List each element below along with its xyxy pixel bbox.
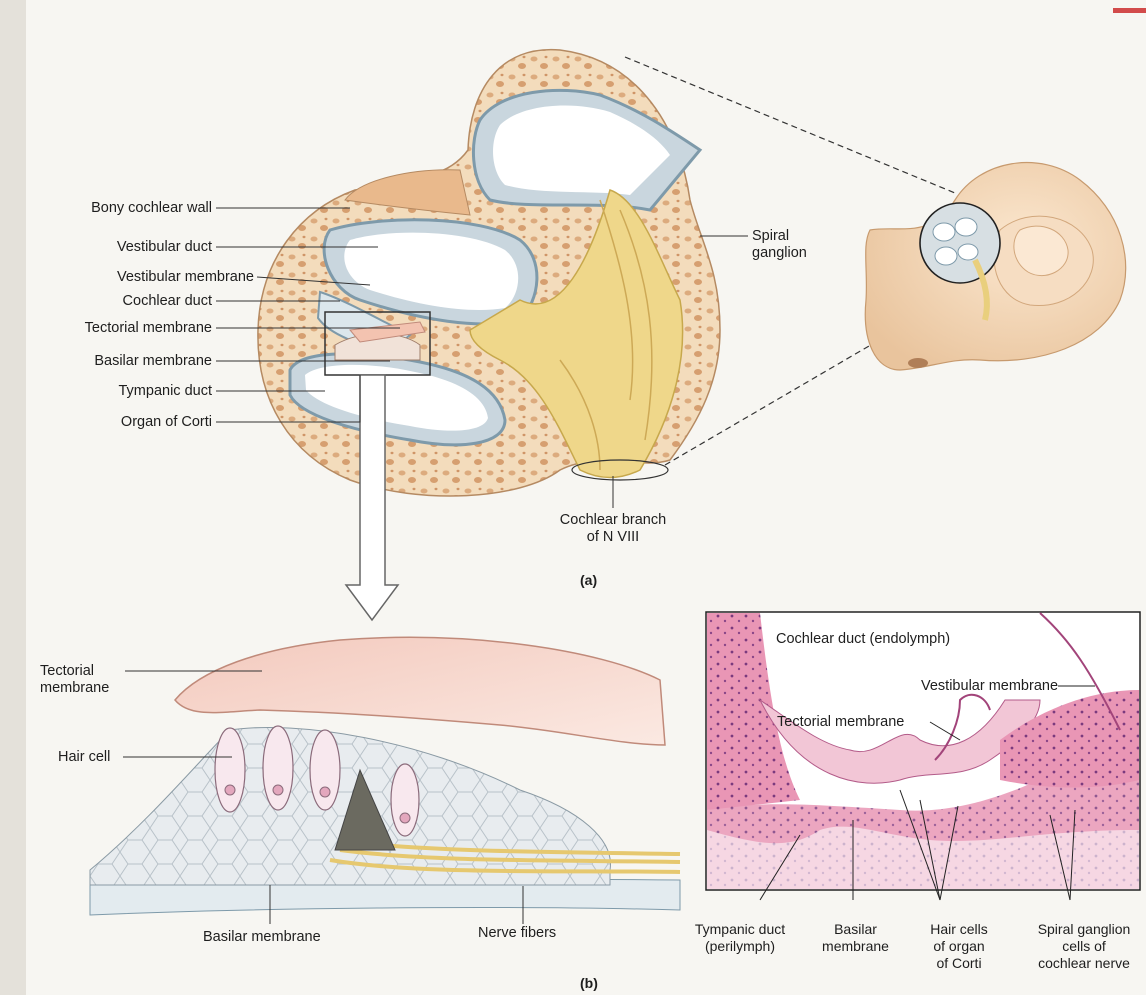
label-bony-cochlear-wall: Bony cochlear wall — [91, 200, 212, 217]
label-spiral-ganglion: Spiral ganglion — [752, 228, 807, 262]
micrograph — [706, 612, 1140, 890]
label-basilar-membrane-b: Basilar membrane — [203, 929, 321, 946]
page-binding-shadow — [0, 0, 26, 995]
label-vestibular-duct: Vestibular duct — [117, 239, 212, 256]
label-organ-of-corti: Organ of Corti — [121, 414, 212, 431]
label-vestibular-membrane-m: Vestibular membrane — [921, 678, 1058, 695]
label-cochlear-duct: Cochlear duct — [123, 293, 212, 310]
label-basilar-membrane: Basilar membrane — [94, 353, 212, 370]
cochlea-cross-section — [258, 50, 720, 496]
label-tympanic-duct: Tympanic duct — [119, 383, 213, 400]
label-hair-cells-organ-of-corti: Hair cells of organ of Corti — [914, 921, 1004, 972]
label-cochlear-branch: Cochlear branch of N VIII — [548, 512, 678, 546]
label-nerve-fibers: Nerve fibers — [478, 925, 556, 942]
label-basilar-membrane-m: Basilar membrane — [808, 921, 903, 955]
caption-a: (a) — [580, 572, 597, 589]
label-tectorial-membrane-m: Tectorial membrane — [777, 714, 904, 731]
caption-b: (b) — [580, 975, 598, 992]
organ-of-corti-illustration — [90, 637, 680, 915]
label-tympanic-duct-perilymph: Tympanic duct (perilymph) — [680, 921, 800, 955]
label-vestibular-membrane: Vestibular membrane — [117, 269, 254, 286]
label-tectorial-membrane-b: Tectorial membrane — [40, 663, 109, 697]
label-tectorial-membrane: Tectorial membrane — [85, 320, 212, 337]
label-cochlear-duct-endolymph: Cochlear duct (endolymph) — [776, 631, 950, 648]
label-hair-cell: Hair cell — [58, 749, 110, 766]
page-corner-mark — [1113, 8, 1146, 13]
label-spiral-ganglion-cells: Spiral ganglion cells of cochlear nerve — [1024, 921, 1144, 972]
cochlea-shell — [865, 163, 1125, 370]
